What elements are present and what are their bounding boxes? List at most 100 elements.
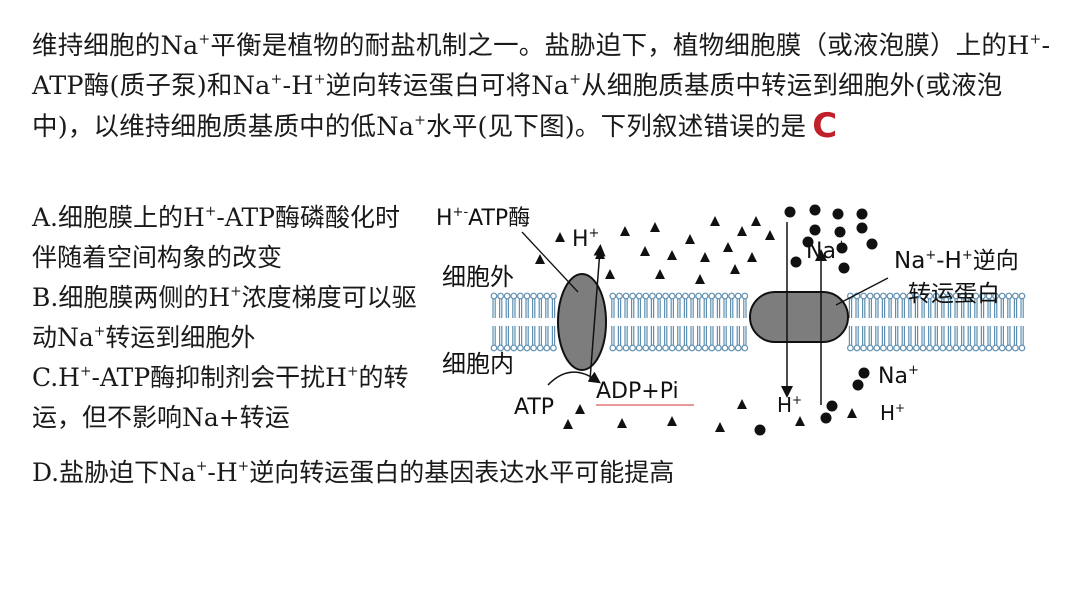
lipid-head — [708, 292, 716, 300]
lipid-head — [701, 344, 709, 352]
lipid-head — [860, 292, 867, 300]
pump-pointer-line — [521, 231, 579, 293]
lipid-tail — [710, 299, 714, 318]
lipid-head — [708, 344, 716, 352]
lipid-head — [741, 344, 749, 352]
outside-label: 细胞外 — [442, 263, 514, 291]
lipid-tail — [499, 326, 503, 345]
lipid-head — [616, 344, 623, 352]
lipid-head — [629, 344, 636, 352]
lipid-head — [536, 344, 544, 352]
h-ion-triangle — [617, 418, 627, 428]
lipid-head — [932, 292, 940, 300]
lipid-tail — [980, 326, 985, 345]
na-label-top: Na+ — [806, 238, 847, 264]
lipid-head — [998, 292, 1006, 300]
lipid-tail — [637, 326, 641, 345]
lipid-tail — [1000, 299, 1004, 318]
lipid-head — [701, 292, 709, 300]
h-atpase-pump — [557, 273, 607, 371]
lipid-head — [959, 344, 966, 352]
lipid-tail — [743, 299, 747, 318]
question-stem: 维持细胞的Na+平衡是植物的耐盐机制之一。盐胁迫下，植物细胞膜（或液泡膜）上的H… — [32, 31, 1051, 146]
lipid-head — [926, 292, 933, 300]
lipid-head — [668, 292, 676, 300]
lipid-tail — [624, 299, 628, 318]
h-ion-triangle — [640, 246, 650, 256]
na-ion-dot — [866, 238, 878, 250]
lipid-head — [952, 344, 960, 352]
lipid-tail — [631, 299, 635, 318]
lipid-tail — [505, 299, 509, 318]
lipid-head — [1012, 344, 1019, 352]
lipid-tail — [723, 299, 727, 318]
na-ion-dot — [836, 242, 848, 254]
lipid-head — [523, 292, 531, 300]
lipid-tail — [710, 326, 714, 345]
lipid-tail — [683, 326, 688, 345]
lipid-tail — [908, 326, 912, 345]
lipid-head — [919, 292, 927, 300]
lipid-head — [847, 292, 854, 300]
lipid-head — [853, 292, 861, 300]
answer-mark: C — [812, 106, 838, 146]
lipid-tail — [901, 299, 905, 318]
h-ion-triangle — [667, 416, 677, 426]
option-a: A.细胞膜上的H+-ATP酶磷酸化时伴随着空间构象的改变 — [32, 203, 400, 272]
lipid-head — [734, 292, 742, 300]
lipid-head — [734, 344, 742, 352]
lipid-head — [728, 344, 735, 352]
lipid-head — [1005, 344, 1013, 352]
lipid-tail — [664, 299, 668, 318]
lipid-tail — [617, 326, 622, 345]
lipid-head — [965, 292, 973, 300]
lipid-head — [655, 344, 663, 352]
lipid-head — [530, 344, 537, 352]
lipid-head — [847, 344, 854, 352]
h-ion-triangle — [650, 222, 660, 232]
lipid-tail — [1000, 326, 1004, 345]
h-ion-triangle — [737, 226, 747, 236]
lipid-head — [866, 292, 874, 300]
lipid-tail — [545, 299, 549, 318]
lipid-tail — [551, 299, 556, 318]
lipid-tail — [532, 326, 536, 345]
lipid-head — [721, 344, 729, 352]
lipid-head — [880, 292, 887, 300]
lipid-tail — [512, 326, 516, 345]
lipid-tail — [980, 299, 985, 318]
lipid-tail — [657, 326, 661, 345]
lipid-tail — [697, 299, 701, 318]
lipid-tail — [895, 299, 899, 318]
lipid-head — [893, 344, 900, 352]
pump-label: H+-ATP酶 — [436, 205, 530, 231]
lipid-head — [893, 292, 900, 300]
lipid-head — [1012, 292, 1019, 300]
phospholipid-bilayer — [490, 292, 1026, 352]
h-ion-triangle — [710, 216, 720, 226]
lipid-tail — [928, 326, 932, 345]
h-ion-triangle — [723, 242, 733, 252]
lipid-head — [873, 344, 881, 352]
lipid-head — [635, 344, 643, 352]
lipid-head — [682, 292, 689, 300]
lipid-head — [972, 344, 980, 352]
lipid-head — [517, 292, 524, 300]
lipid-tail — [716, 326, 721, 345]
lipid-tail — [947, 299, 952, 318]
lipid-head — [965, 344, 973, 352]
lipid-head — [952, 292, 960, 300]
lipid-tail — [512, 299, 516, 318]
lipid-head — [998, 344, 1006, 352]
lipid-tail — [644, 326, 648, 345]
lipid-head — [721, 292, 729, 300]
lipid-tail — [499, 299, 503, 318]
h-label-bottom: H+ — [777, 393, 802, 417]
lipid-head — [668, 344, 676, 352]
h-ion-triangle — [795, 416, 805, 426]
lipid-head — [1018, 292, 1026, 300]
lipid-tail — [657, 299, 661, 318]
lipid-tail — [611, 299, 615, 318]
lipid-head — [906, 292, 914, 300]
lipid-head — [635, 292, 643, 300]
